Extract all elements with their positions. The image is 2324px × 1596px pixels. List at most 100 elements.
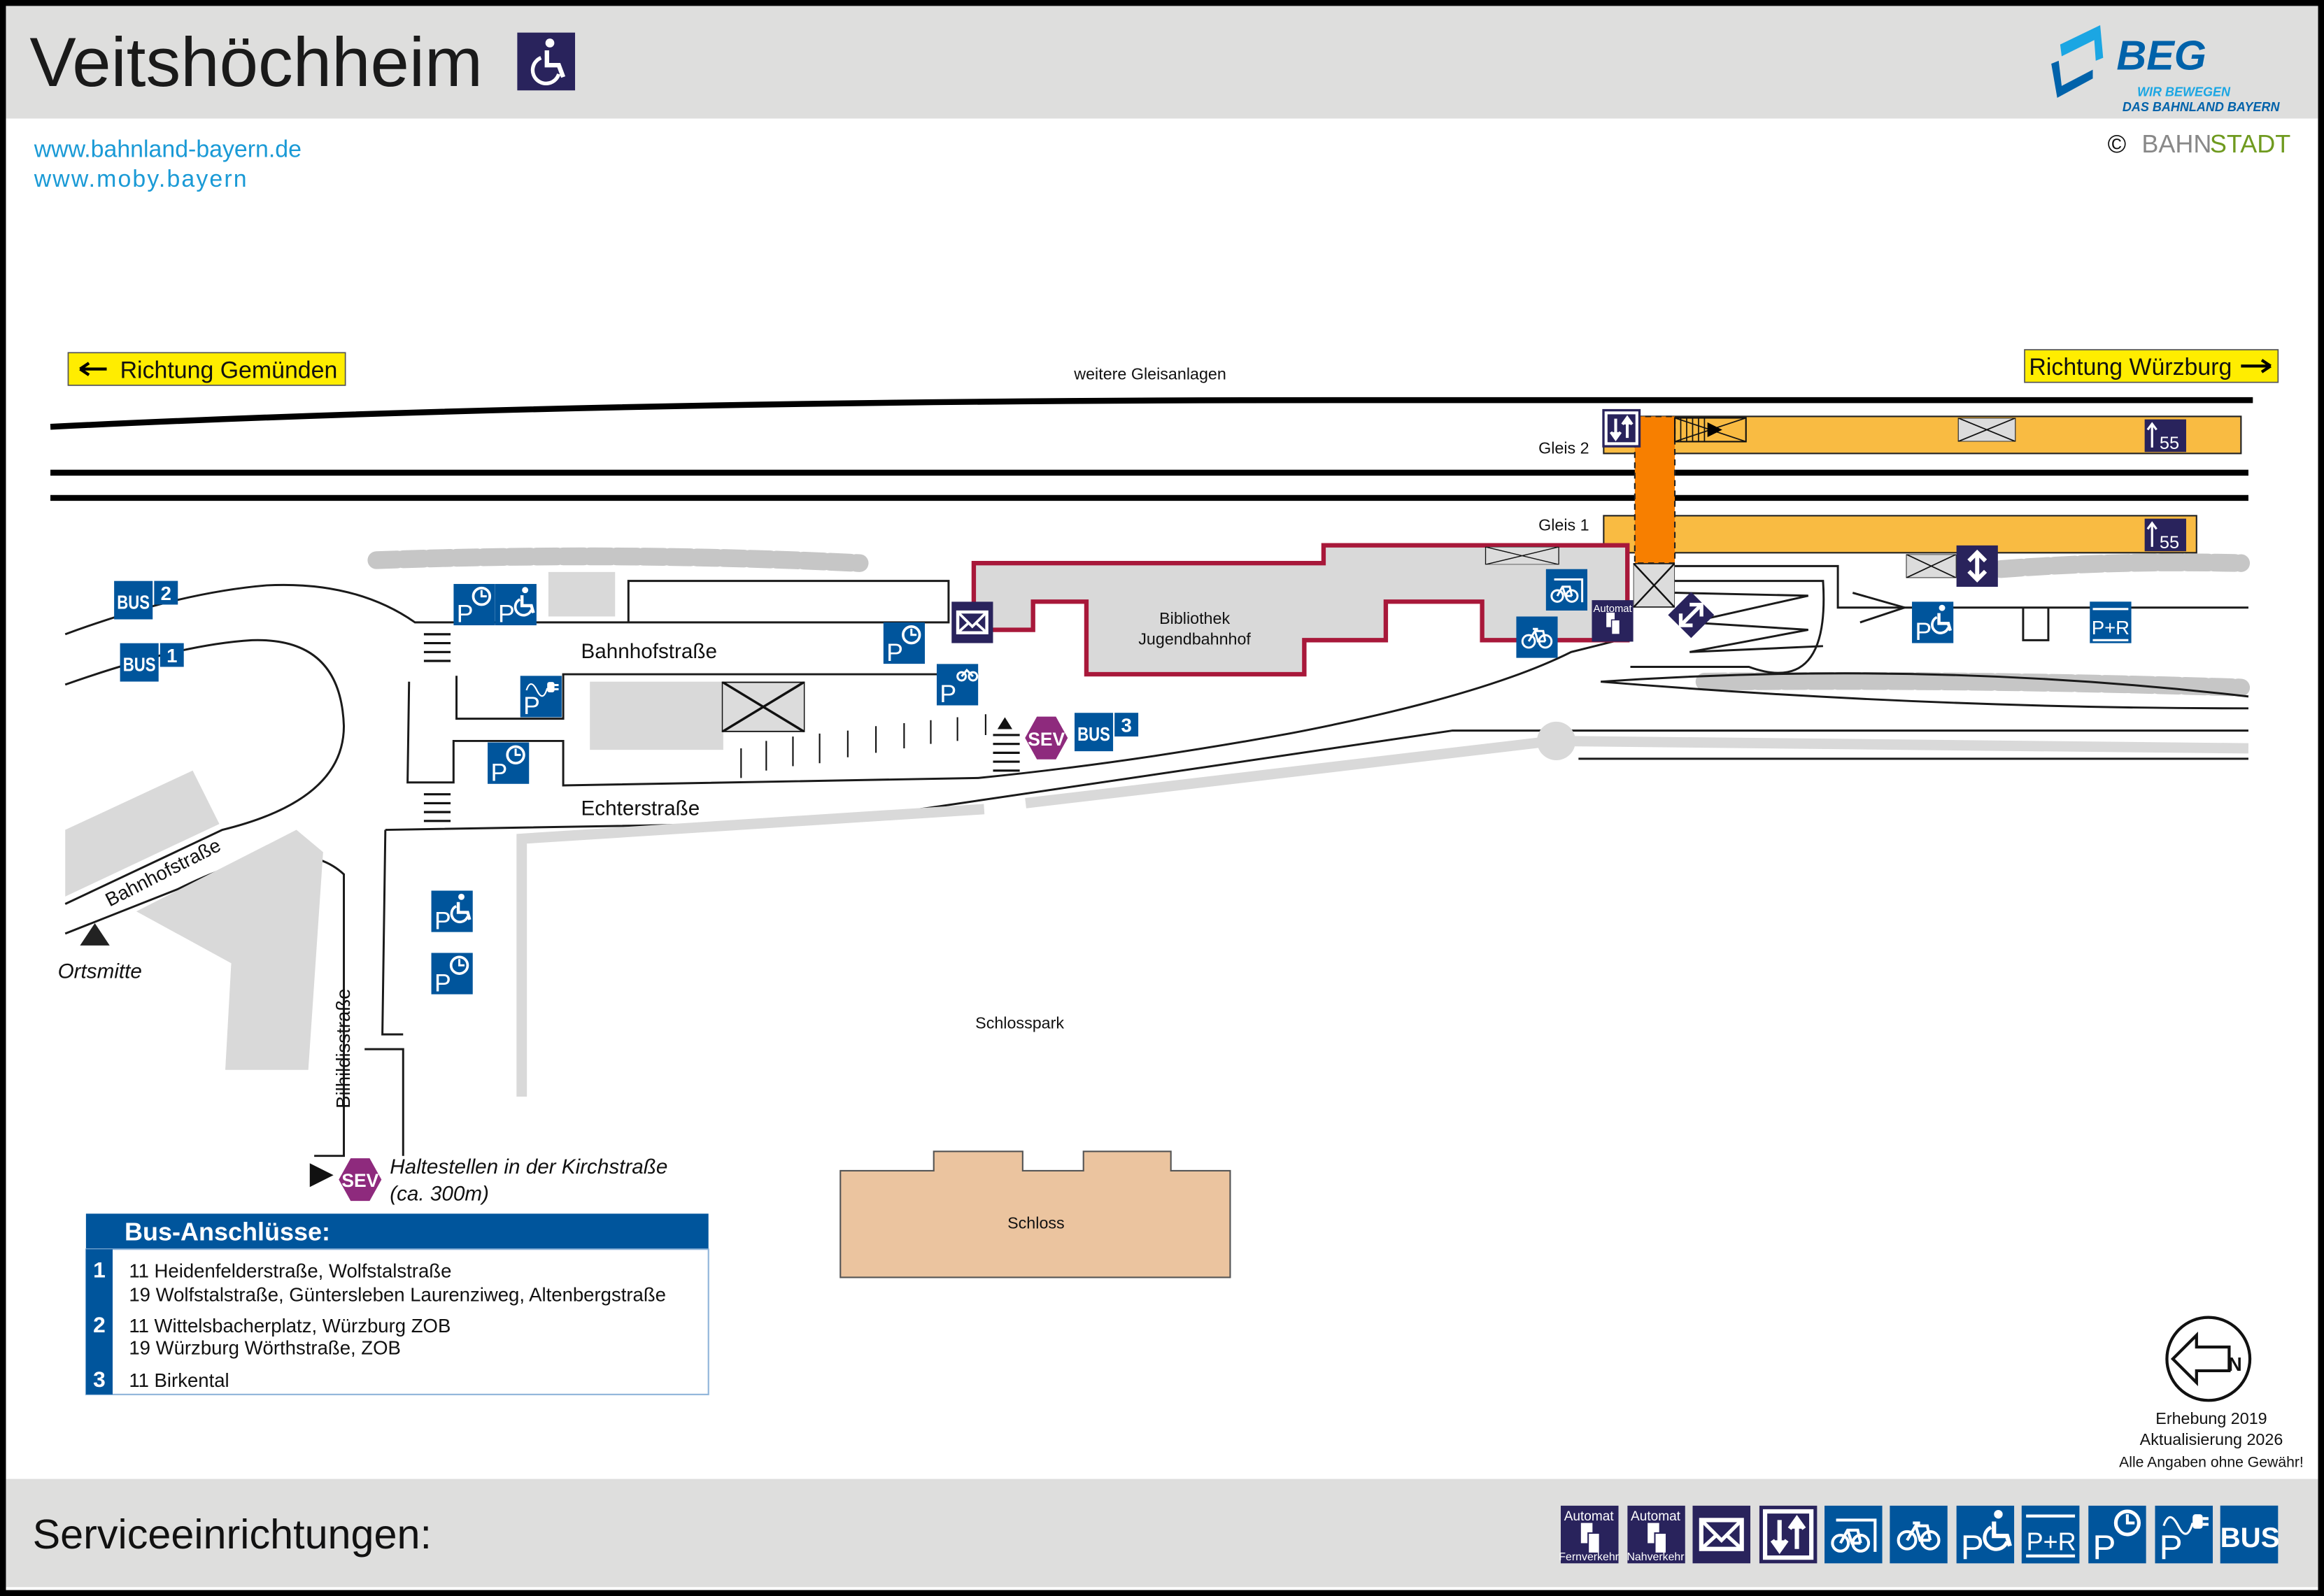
bahnstadt-copyright: © BAHN STADT [2108, 129, 2291, 158]
bus-icon [120, 643, 159, 682]
bike-parking-icon [1516, 616, 1558, 658]
bus-stop-number: 3 [1121, 715, 1131, 736]
station-covered-area [1485, 546, 1559, 565]
up-down-stairs-icon [1957, 546, 1998, 587]
direction-right-label: Richtung Würzburg [2029, 354, 2232, 380]
bus-line: 19 Würzburg Wörthstraße, ZOB [129, 1337, 401, 1359]
mailbox-icon [951, 601, 993, 643]
disabled-parking-icon [495, 584, 537, 628]
train-length-label: 55 [2160, 434, 2179, 453]
copyright-symbol: © [2108, 129, 2127, 158]
lift-icon [1602, 409, 1641, 448]
automat-label: Automat [1631, 1509, 1681, 1524]
bus-line: 11 Wittelsbacherplatz, Würzburg ZOB [129, 1315, 451, 1337]
link-bahnland-bayern[interactable]: www.bahnland-bayern.de [34, 136, 302, 163]
beg-tagline-1: WIR BEWEGEN [2137, 85, 2231, 99]
bus-line: 11 Heidenfelderstraße, Wolfstalstraße [129, 1260, 451, 1281]
elevator-shaft-gleis-2 [1957, 418, 2016, 442]
legend-park-and-ride-icon: P+R [2021, 1505, 2080, 1564]
bus-stop-number: 1 [166, 645, 177, 667]
beg-logo: BEG WIR BEWEGEN DAS BAHNLAND BAYERN [2051, 25, 2281, 114]
legend-mailbox-icon [1692, 1506, 1750, 1564]
bus-stop-2: 2 [114, 580, 178, 620]
elevator-shaft-gleis-1 [1906, 554, 1957, 578]
table-row: 3 11 Birkental [93, 1367, 229, 1392]
park-and-ride-icon: P+R [2090, 601, 2132, 643]
wheelchair-accessible-icon [517, 32, 576, 91]
schloss-building [839, 1150, 1231, 1278]
vegetation [1992, 553, 2251, 578]
bus-stop-1: 1 [120, 643, 184, 682]
svg-text:N: N [2228, 1353, 2242, 1375]
motorbike-parking-icon [936, 664, 979, 706]
direction-left-label: Richtung Gemünden [120, 357, 338, 383]
short-term-parking-icon [431, 953, 473, 995]
street-bahnhofstrasse: Bahnhofstraße [581, 640, 718, 663]
ticket-machine-icon: Automat [1592, 599, 1634, 643]
table-row: 2 11 Wittelsbacherplatz, Würzburg ZOB 19… [93, 1312, 451, 1359]
automat-label: Automat [1593, 604, 1632, 615]
legend-lift-icon [1759, 1506, 1818, 1564]
disabled-parking-icon [432, 890, 473, 934]
copyright-stadt: STADT [2210, 129, 2290, 158]
update-date: Aktualisierung 2026 [2140, 1430, 2283, 1448]
crosswalk [423, 633, 1020, 822]
short-term-parking-icon [453, 583, 495, 626]
sev-stop-note: Haltestellen in der Kirchstraße [390, 1155, 667, 1178]
sev-stop-distance: (ca. 300m) [390, 1182, 489, 1205]
direction-triangle-icon [309, 1163, 334, 1188]
legend-bus-icon: BUS [2220, 1505, 2280, 1564]
disabled-parking-icon [1912, 601, 1953, 646]
roundabout [1537, 721, 1576, 760]
vegetation [1695, 671, 2251, 697]
schlosspark-label: Schlosspark [975, 1013, 1064, 1032]
train-length-label: 55 [2160, 533, 2179, 553]
automat-label: Automat [1564, 1509, 1615, 1524]
bus-line: 19 Wolfstalstraße, Güntersleben Laurenzi… [129, 1283, 666, 1305]
direction-gemuenden: Richtung Gemünden [67, 352, 346, 386]
street-echterstrasse: Echterstraße [581, 797, 700, 820]
building [548, 571, 616, 617]
bus-stop-3: 3 [1075, 713, 1139, 752]
building [65, 770, 220, 897]
bus-table-title: Bus-Anschlüsse: [125, 1217, 330, 1246]
nahverkehr-label: Nahverkehr [1627, 1551, 1685, 1563]
sev-label: SEV [341, 1170, 378, 1191]
services-title: Serviceeinrichtungen: [33, 1511, 432, 1558]
gleis-2-label: Gleis 2 [1538, 439, 1589, 457]
bus-line: 11 Birkental [129, 1369, 229, 1391]
parking-bays [740, 714, 986, 778]
covered-bike-parking-icon [1545, 569, 1588, 611]
legend-short-term-parking-icon [2088, 1506, 2146, 1567]
bus-stop-number: 2 [93, 1312, 106, 1337]
arrow-right-icon [2241, 359, 2272, 373]
page-title: Veitshöchheim [29, 24, 483, 101]
short-term-parking-icon [488, 742, 530, 784]
arrow-left-icon [79, 362, 107, 376]
other-tracks-label: weitere Gleisanlagen [1073, 364, 1226, 383]
street-bilhildisstrasse: Bilhildisstraße [332, 989, 354, 1109]
survey-date: Erhebung 2019 [2155, 1409, 2267, 1427]
youth-station-label: Jugendbahnhof [1138, 630, 1251, 648]
disclaimer: Alle Angaben ohne Gewähr! [2119, 1455, 2304, 1471]
legend-disabled-parking-icon [1957, 1506, 2015, 1567]
station-building [971, 543, 1630, 677]
beg-logo-text: BEG [2116, 32, 2206, 79]
library-label: Bibliothek [1159, 609, 1230, 627]
vegetation [367, 547, 869, 572]
north-arrow-icon: N [2165, 1316, 2252, 1402]
bus-label: BUS [2220, 1522, 2280, 1553]
bus-connections-table: Bus-Anschlüsse: 1 11 Heidenfelderstraße,… [85, 1213, 709, 1395]
sev-label: SEV [1028, 729, 1065, 750]
building-covered [721, 681, 805, 732]
link-moby-bayern[interactable]: www.moby.bayern [34, 166, 248, 192]
ortsmitte-label: Ortsmitte [58, 960, 142, 983]
gleis-1-label: Gleis 1 [1538, 516, 1589, 534]
header-band [6, 6, 2318, 119]
bus-icon [1075, 713, 1114, 752]
sev-replacement-bus-icon: SEV [339, 1158, 382, 1202]
legend-covered-bike-parking-icon [1825, 1506, 1883, 1564]
underpass [1634, 415, 1676, 564]
